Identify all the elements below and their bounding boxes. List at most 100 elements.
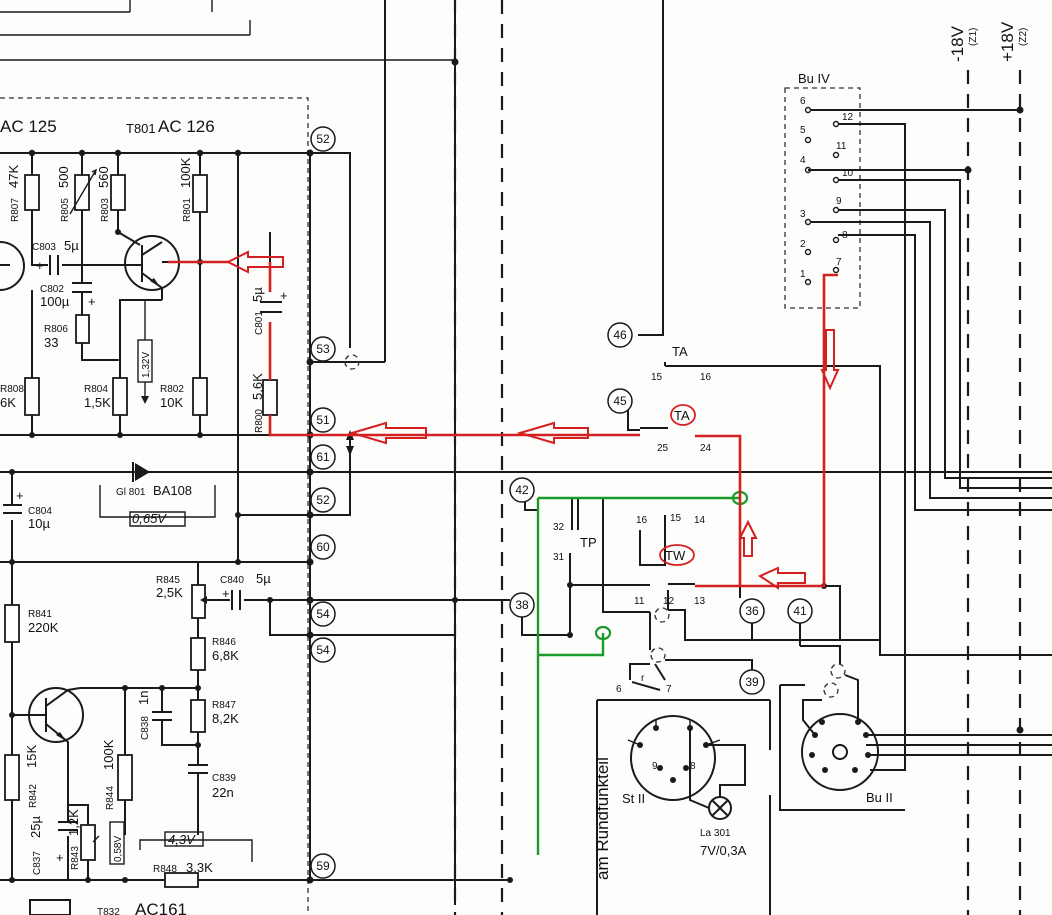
bu4-pin-7: 7 — [836, 257, 842, 268]
r807-ref: R807 — [10, 198, 21, 222]
tw-pin-16: 16 — [636, 515, 648, 526]
c804-value: 10µ — [28, 516, 50, 531]
r803-ref: R803 — [100, 198, 111, 222]
bu4-pin-10: 10 — [842, 168, 854, 179]
r807-value: 47K — [6, 165, 21, 188]
voltage-065: 0,65V — [132, 511, 167, 526]
transistor-t832 — [12, 687, 84, 790]
t801-type: AC 126 — [158, 117, 215, 136]
t807-type: AC 125 — [0, 117, 57, 136]
svg-text:9: 9 — [652, 761, 658, 772]
r841-ref: R841 — [28, 609, 52, 620]
supply-labels: -18V (Z1) +18V (Z2) — [948, 21, 1029, 62]
ta2-pin-24: 24 — [700, 443, 712, 454]
tp-pin-31: 31 — [553, 552, 565, 563]
r805-value: 500 — [56, 166, 71, 188]
c801-ref: C801 — [254, 311, 265, 335]
ta-pin-16: 16 — [700, 372, 712, 383]
c837-ref: C837 — [32, 851, 43, 875]
r805-ref: R805 — [60, 198, 71, 222]
r804-value: 1,5K — [84, 395, 111, 410]
c840-ref: C840 — [220, 575, 244, 586]
red-highlight-path — [168, 250, 840, 590]
connector-bu4: Bu IV 6 5 4 3 2 1 12 11 10 9 8 7 — [784, 71, 1052, 771]
svg-text:+: + — [280, 288, 288, 303]
bu2-label: Bu II — [866, 790, 893, 805]
svg-text:+: + — [36, 258, 44, 273]
c839-value: 22n — [212, 785, 234, 800]
bu4-pin-8: 8 — [842, 230, 848, 241]
node-bubbles: 52 53 51 61 52 60 54 54 59 — [269, 126, 510, 884]
node-61: 61 — [316, 450, 330, 464]
r802-value: 10K — [160, 395, 183, 410]
svg-text:+: + — [222, 586, 230, 601]
bu4-pin-11: 11 — [836, 141, 847, 152]
svg-text:+: + — [16, 488, 24, 503]
r800-value: 5,6K — [250, 373, 265, 400]
tp-pin-32: 32 — [553, 522, 565, 533]
st2-label: St II — [622, 791, 645, 806]
node-45: 45 — [613, 394, 627, 408]
voltage-058: 0,58V — [113, 836, 124, 862]
node-52a: 52 — [316, 132, 330, 146]
node-54b: 54 — [316, 643, 330, 657]
r842-value: 15K — [24, 745, 39, 768]
r808-ref: R808 — [0, 384, 24, 395]
node-39: 39 — [745, 675, 759, 689]
diode-ref: Gl 801 — [116, 487, 146, 498]
svg-text:+: + — [56, 850, 64, 865]
node-59: 59 — [316, 859, 330, 873]
c802-ref: C802 — [40, 284, 64, 295]
node-38: 38 — [515, 598, 529, 612]
bu4-pin-1: 1 — [800, 269, 806, 280]
r843-value: 1,2K — [66, 809, 81, 836]
ta-label: TA — [672, 344, 688, 359]
supply-pos: +18V — [998, 21, 1017, 62]
r843-ref: R843 — [70, 846, 81, 870]
r801-ref: R801 — [182, 198, 193, 222]
c801-value: 5µ — [250, 287, 265, 302]
tw-pin-15: 15 — [670, 513, 682, 524]
node-46: 46 — [613, 328, 627, 342]
r841-value: 220K — [28, 620, 59, 635]
green-highlight-path — [536, 490, 749, 855]
ta2-pin-25: 25 — [657, 443, 669, 454]
c839-ref: C839 — [212, 773, 236, 784]
bu4-pin-3: 3 — [800, 209, 806, 220]
lamp-ref: La 301 — [700, 828, 731, 839]
r806-value: 33 — [44, 335, 58, 350]
r846-ref: R846 — [212, 637, 236, 648]
node-41: 41 — [793, 604, 807, 618]
tw-pin-11: 11 — [634, 596, 645, 607]
supply-pos-sub: (Z2) — [1018, 28, 1029, 46]
relay-6: 6 — [616, 684, 622, 695]
c803-value: 5µ — [64, 238, 79, 253]
r844-ref: R844 — [105, 786, 116, 810]
bu4-pin-9: 9 — [836, 196, 842, 207]
voltage-43: 4,3V — [168, 832, 196, 847]
node-36: 36 — [745, 604, 759, 618]
t832-ref: T832 — [97, 907, 120, 915]
lamp-rating: 7V/0,3A — [700, 843, 747, 858]
c802-value: 100µ — [40, 294, 70, 309]
bu4-pin-6: 6 — [800, 96, 806, 107]
relay-r: r — [641, 673, 645, 684]
r847-value: 8,2K — [212, 711, 239, 726]
bu4-pin-5: 5 — [800, 125, 806, 136]
voltage-132: 1,32V — [141, 352, 152, 378]
tw-pin-14: 14 — [694, 515, 706, 526]
ta2-label: TA — [674, 408, 690, 423]
r802-ref: R802 — [160, 384, 184, 395]
r842-ref: R842 — [28, 784, 39, 808]
r845-ref: R845 — [156, 575, 180, 586]
diode-type: BA108 — [153, 483, 192, 498]
r808-value: 6K — [0, 395, 16, 410]
ta-pin-15: 15 — [651, 372, 663, 383]
connector-st2: 9 8 St II — [622, 715, 721, 806]
c840-value: 5µ — [256, 571, 271, 586]
r845-value: 2,5K — [156, 585, 183, 600]
c837-value: 25µ — [28, 816, 43, 838]
bu4-pin-2: 2 — [800, 239, 806, 250]
